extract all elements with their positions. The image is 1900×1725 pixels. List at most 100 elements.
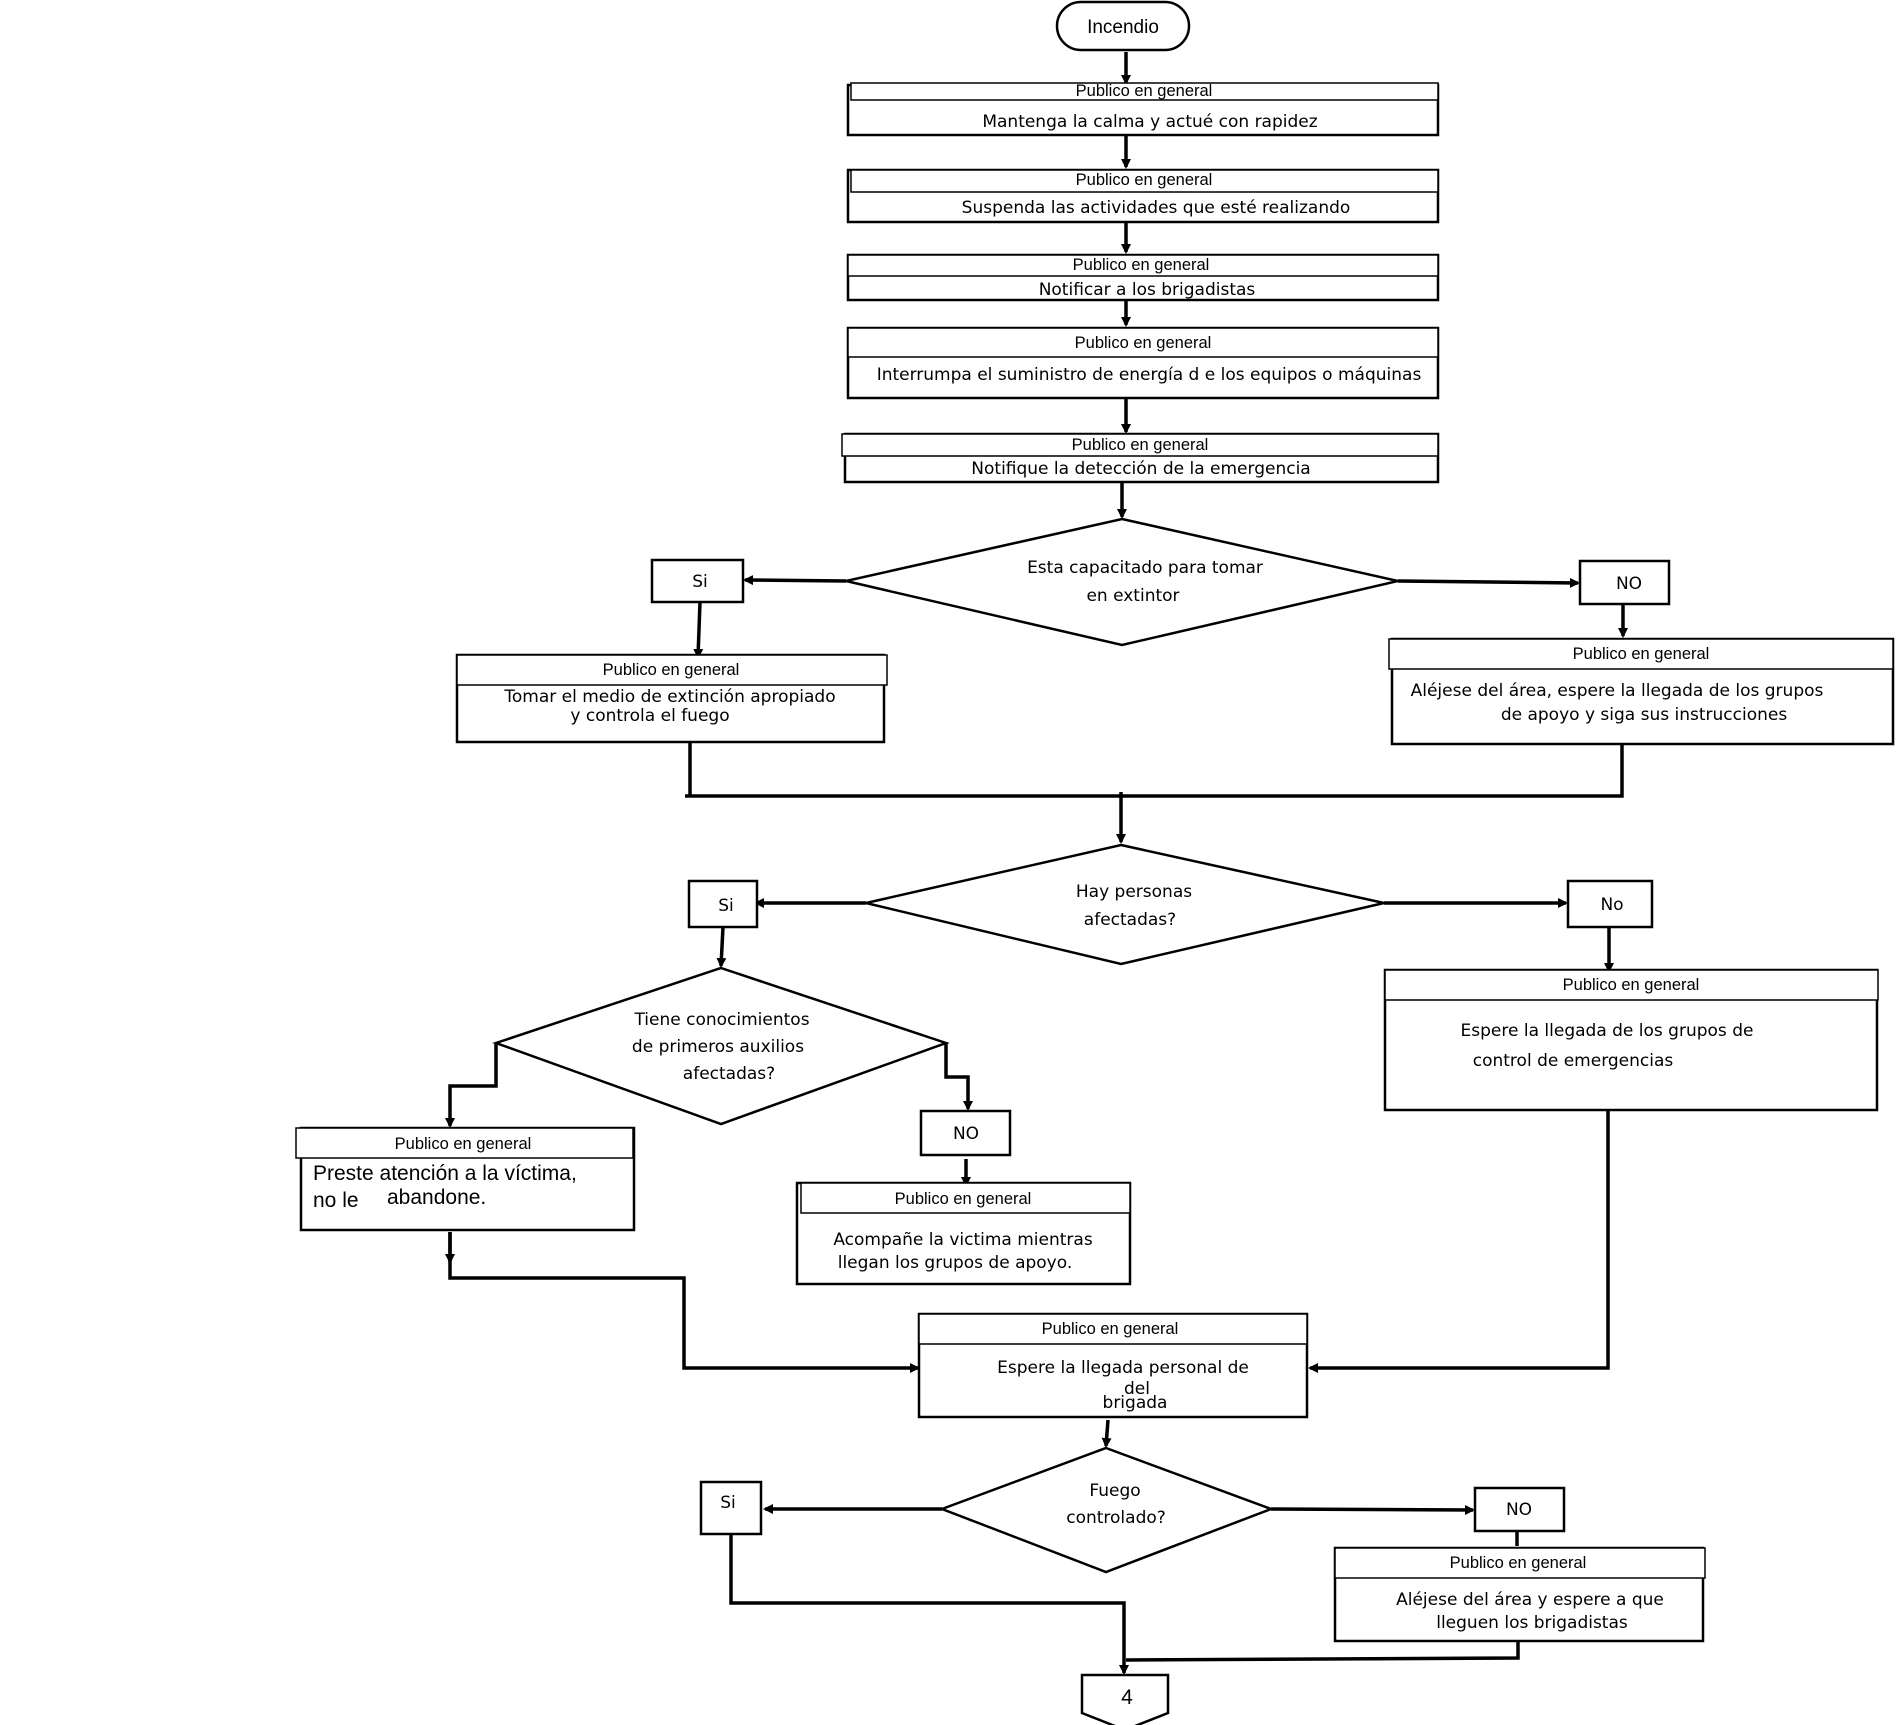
decision-3-no-action-role: Publico en general [895,1190,1032,1208]
decision-1-yes-action: Publico en general Tomar el medio de ext… [455,653,888,744]
merge-action: Publico en general Espere la llegada per… [917,1312,1309,1419]
arrow-decision3-to-no [944,1043,973,1111]
decision-3-yes-action-line2b: abandone. [387,1186,486,1209]
decision-2-no-action-role: Publico en general [1563,976,1700,994]
decision-1: Esta capacitado para tomar en extintor [845,517,1399,647]
decision-3-no-action: Publico en general Acompañe la victima m… [795,1181,1132,1286]
arrow-merge-to-decision4 [1101,1419,1112,1448]
decision-2-diamond [865,843,1385,966]
off-page-connector-shape [1080,1673,1170,1725]
decision-1-yes-label: Si [692,572,708,592]
decision-4-yes: Si [699,1480,763,1536]
arrow-decision1-to-yes [743,575,847,586]
decision-4-question-line1: Fuego [1089,1481,1140,1501]
step-2-text: Suspenda las actividades que esté realiz… [962,198,1351,218]
decision-2-yes: Si [687,879,759,929]
arrow-decision3-to-yes-action [445,1043,498,1128]
line-no4-action-to-connector [1125,1641,1520,1662]
decision-1-question-line1: Esta capacitado para tomar [1027,558,1263,578]
decision-2-yes-box [687,879,759,929]
step-1-role: Publico en general [1076,82,1213,100]
arrow-decision4-to-no [1270,1504,1475,1515]
decision-3-question-line1: Tiene conocimientos [633,1010,809,1030]
decision-3: Tiene conocimientos de primeros auxilios… [492,966,950,1126]
step-box-4: Publico en general Interrumpa el suminis… [846,326,1440,400]
decision-4-yes-box [699,1480,763,1536]
decision-1-no-box [1578,559,1671,606]
merge-action-header [918,1313,1308,1345]
decision-1-diamond [845,517,1399,647]
decision-1-yes-action-header [456,654,888,686]
step-box-2: Publico en general Suspenda las activida… [846,168,1440,224]
decision-1-yes-box [650,558,745,604]
decision-3-no-action-line1: Acompañe la victima mientras [833,1230,1093,1250]
step-box-1: Publico en general Mantenga la calma y a… [846,82,1440,137]
decision-1-no-action-role: Publico en general [1573,645,1710,663]
decision-3-no-action-line2: llegan los grupos de apoyo. [838,1253,1073,1273]
step-5-text: Notifique la detección de la emergencia [971,459,1310,479]
decision-1-no-action-line2: de apoyo y siga sus instrucciones [1501,705,1788,725]
merge-action-line2: del [1124,1379,1150,1399]
decision-4-no-label: NO [1506,1500,1532,1520]
arrow-yes1-to-action [693,601,704,659]
step-3-text: Notificar a los brigadistas [1039,280,1256,300]
merge-action-line1: Espere la llegada personal de [997,1358,1249,1378]
off-page-connector-label: 4 [1121,1686,1133,1709]
decision-1-no: NO [1578,559,1671,606]
decision-2-no-action: Publico en general Espere la llegada de … [1383,968,1879,1112]
merge-action-role: Publico en general [1042,1320,1179,1338]
arrow-yes4-to-connector [729,1532,1129,1675]
decision-4-no-action-header [1334,1547,1706,1579]
step-5-header [841,433,1439,457]
decision-4-no: NO [1473,1486,1566,1533]
decision-3-no-action-header [800,1182,1131,1214]
decision-4-no-action-line1: Aléjese del área y espere a que [1396,1590,1664,1610]
step-1-header [850,82,1439,101]
merge-action-line3: brigada [1103,1393,1168,1413]
decision-4: Fuego controlado? [938,1446,1275,1574]
step-box-5: Publico en general Notifique la detecció… [841,432,1440,484]
decision-3-no-label: NO [953,1124,979,1144]
decision-3-yes-action: Publico en general Preste atención a la … [295,1126,636,1232]
arrow-yes2-to-decision3 [716,926,727,968]
step-box-3: Publico en general Notificar a los briga… [846,253,1440,302]
arrow-decision1-to-no [1397,577,1580,588]
decision-4-no-action-role: Publico en general [1450,1554,1587,1572]
decision-2: Hay personas afectadas? [865,843,1385,966]
step-1-text: Mantenga la calma y actué con rapidez [982,112,1317,132]
decision-1-no-action: Publico en general Aléjese del área, esp… [1388,637,1895,746]
decision-1-yes: Si [650,558,745,604]
step-2-role: Publico en general [1076,171,1213,189]
decision-4-diamond [938,1446,1275,1574]
decision-3-question-line2: de primeros auxilios [632,1037,804,1057]
decision-3-yes-action-line2a: no le [313,1189,359,1212]
connector-lines [445,52,1628,1675]
start-label: Incendio [1087,17,1159,38]
decision-2-no: No [1566,879,1654,929]
start-shape [1055,0,1191,52]
decision-4-no-action-line2: lleguen los brigadistas [1436,1613,1628,1633]
decision-4-no-box [1473,1486,1566,1533]
decision-4-yes-label: Si [720,1493,736,1513]
decision-2-no-action-header [1384,969,1879,1001]
decision-3-question-line3: afectadas? [683,1064,775,1084]
step-2-header [850,169,1439,193]
decision-4-question-line2: controlado? [1066,1508,1166,1528]
step-5-role: Publico en general [1072,436,1209,454]
decision-1-yes-action-role: Publico en general [603,661,740,679]
decision-2-question-line2: afectadas? [1084,910,1176,930]
step-4-text: Interrumpa el suministro de energía d e … [877,365,1422,385]
decision-3-yes-action-line1: Preste atención a la víctima, [313,1162,577,1185]
decision-1-no-action-line1: Aléjese del área, espere la llegada de l… [1411,681,1824,701]
step-3-header [847,254,1439,277]
decision-3-no: NO [919,1109,1012,1157]
decision-2-no-action-line2: control de emergencias [1473,1051,1674,1071]
decision-2-no-label: No [1600,895,1623,915]
decision-1-no-action-header [1388,638,1894,670]
decision-1-yes-action-line1: Tomar el medio de extinción apropiado [503,687,835,707]
decision-2-no-box [1566,879,1654,929]
decision-3-no-box [919,1109,1012,1157]
step-4-header [847,327,1439,358]
step-3-role: Publico en general [1073,256,1210,274]
